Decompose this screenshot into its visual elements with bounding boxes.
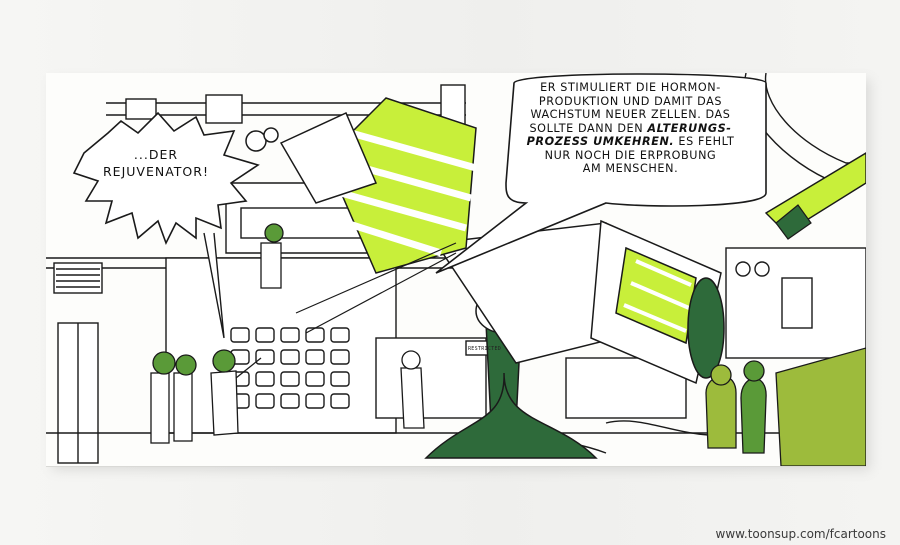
speech-burst-left bbox=[72, 111, 260, 246]
speech-text-left: ...DER REJUVENATOR! bbox=[86, 146, 226, 180]
speech-right-line: AM MENSCHEN. bbox=[582, 162, 679, 175]
speech-left-line-2: REJUVENATOR! bbox=[103, 164, 209, 179]
speech-right-line: NUR NOCH DIE ERPROBUNG bbox=[544, 148, 717, 162]
speech-text-right: ER STIMULIERT DIE HORMON- PRODUKTION UND… bbox=[508, 81, 753, 176]
speech-bubble-right bbox=[435, 73, 767, 274]
watermark-url: www.toonsup.com/fcartoons bbox=[715, 527, 886, 541]
rejuvenator-machine bbox=[245, 97, 725, 459]
speech-right-line: WACHSTUM NEUER ZELLEN. DAS bbox=[530, 108, 731, 121]
speech-right-emphasis: ALTERUNGS- bbox=[647, 121, 732, 135]
speech-left-line-1: ...DER bbox=[133, 147, 179, 162]
speech-right-line: ES FEHLT bbox=[674, 135, 735, 148]
speech-right-emphasis: PROZESS UMKEHREN. bbox=[526, 135, 675, 148]
green-pipe bbox=[764, 152, 866, 240]
speech-right-line: PRODUKTION UND DAMIT DAS bbox=[538, 94, 723, 108]
restricted-sign: RESTRICTED bbox=[468, 346, 502, 352]
comic-illustration bbox=[46, 73, 866, 466]
speech-right-line: SOLLTE DANN DEN bbox=[529, 121, 648, 135]
characters bbox=[150, 223, 767, 454]
control-grid bbox=[230, 327, 350, 409]
green-console bbox=[775, 347, 866, 466]
speech-right-line: ER STIMULIERT DIE HORMON- bbox=[540, 81, 721, 94]
comic-canvas: ER STIMULIERT DIE HORMON- PRODUKTION UND… bbox=[46, 73, 866, 466]
